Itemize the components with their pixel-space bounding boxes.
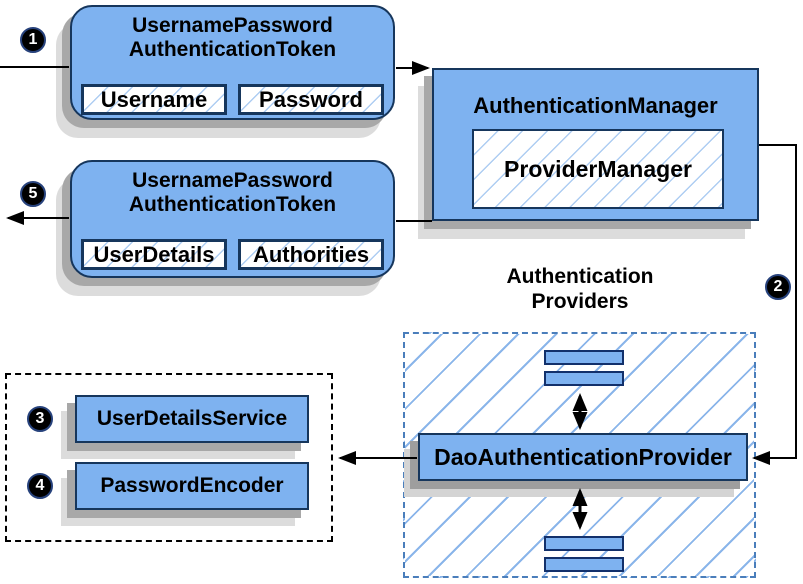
password-field-box: Password — [238, 84, 384, 115]
response-token-title: UsernamePassword AuthenticationToken — [128, 169, 337, 216]
response-token-box: UsernamePassword AuthenticationToken Use… — [70, 160, 395, 278]
authentication-manager-box: AuthenticationManager ProviderManager — [432, 68, 759, 221]
userdetails-field-box: UserDetails — [81, 239, 227, 270]
authentication-manager-title: AuthenticationManager — [473, 93, 718, 118]
user-details-service-box: UserDetailsService — [75, 395, 309, 443]
authentication-providers-label: Authentication Providers — [506, 265, 654, 313]
dao-authentication-provider-box: DaoAuthenticationProvider — [418, 433, 748, 481]
step-badge-5: 5 — [20, 181, 46, 207]
authorities-field-box: Authorities — [238, 239, 384, 270]
password-encoder-box: PasswordEncoder — [75, 462, 309, 510]
other-provider-bar-top-1 — [544, 350, 624, 365]
other-provider-bar-bottom-2 — [544, 557, 624, 572]
response-token-fields: UserDetails Authorities — [72, 239, 393, 270]
other-provider-bar-top-2 — [544, 371, 624, 386]
username-field-box: Username — [81, 84, 227, 115]
step-badge-1: 1 — [20, 27, 46, 53]
step-badge-2: 2 — [765, 274, 791, 300]
other-provider-bar-bottom-1 — [544, 536, 624, 551]
provider-manager-box: ProviderManager — [472, 129, 724, 209]
step-badge-4: 4 — [27, 473, 53, 499]
request-token-box: UsernamePassword AuthenticationToken Use… — [70, 5, 395, 120]
request-token-title: UsernamePassword AuthenticationToken — [128, 14, 337, 61]
request-token-fields: Username Password — [72, 84, 393, 115]
wire-manager-to-provider — [752, 144, 797, 465]
step-badge-3: 3 — [27, 406, 53, 432]
services-group: UserDetailsService PasswordEncoder — [5, 373, 333, 542]
